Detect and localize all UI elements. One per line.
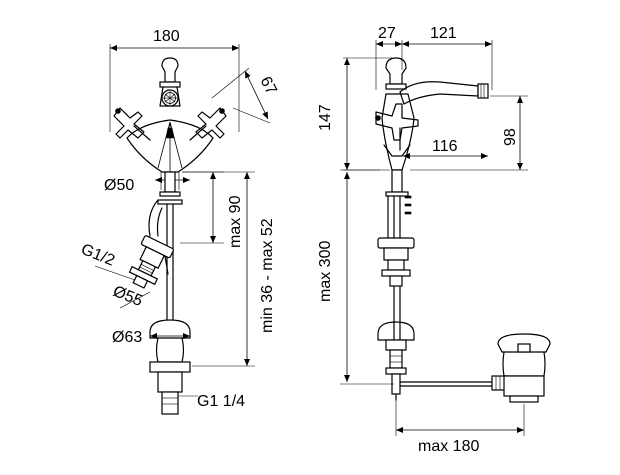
- thread-leader: [94, 265, 136, 281]
- width-label: 180: [153, 28, 180, 45]
- side-view: 27 121 147 116: [317, 25, 551, 455]
- side-flange-nut: [385, 339, 407, 351]
- front-washer: [159, 191, 181, 197]
- side-flange: [377, 321, 415, 341]
- front-clip: [164, 255, 169, 275]
- diameter-mid-leader: [119, 291, 151, 309]
- side-tail: [389, 349, 403, 369]
- diameter-mid-label: Ø55: [111, 283, 146, 310]
- side-inlet-body: [383, 247, 409, 261]
- side-cross-handle: [375, 103, 419, 151]
- front-flange: [149, 319, 191, 339]
- aerator: [161, 89, 179, 107]
- front-inlet-assembly: [128, 235, 174, 289]
- side-clip-2: [404, 203, 412, 207]
- front-waste-body: [157, 371, 183, 393]
- side-shank-top: [391, 169, 403, 193]
- front-hose: [148, 199, 159, 237]
- reach-label: 121: [430, 25, 457, 42]
- side-waste-neck: [502, 351, 546, 377]
- side-washer: [385, 191, 409, 197]
- side-waste-nut: [509, 395, 539, 403]
- front-shank-top: [164, 171, 176, 193]
- front-tailpiece: [161, 391, 179, 415]
- side-spout: [399, 81, 479, 105]
- side-body: [381, 93, 415, 171]
- spout-height-label: 98: [502, 128, 519, 146]
- spout-height-dimension: 98: [410, 95, 528, 171]
- side-body-rim: [383, 144, 411, 157]
- offset-dimension: 27 121: [375, 25, 493, 90]
- thread-label: G1/2: [79, 241, 118, 270]
- side-inlet-neck: [387, 259, 405, 271]
- side-tail-nut: [385, 367, 407, 375]
- height-dimension: 147: [317, 57, 392, 171]
- side-clip-1: [404, 195, 412, 199]
- side-inlet-tail: [389, 275, 403, 287]
- diameter-base-label: Ø63: [112, 329, 142, 346]
- max-180-label: max 180: [418, 438, 479, 455]
- spout-reach-dimension: 116: [403, 138, 488, 159]
- side-waste-slot: [517, 343, 531, 353]
- diameter-top-label: Ø50: [104, 177, 134, 194]
- diameter-base-dimension: Ø63: [112, 329, 190, 346]
- front-cap: [161, 57, 179, 83]
- side-spout-nozzle: [477, 83, 489, 99]
- range-label: min 36 - max 52: [259, 218, 276, 333]
- left-cross-handle: [113, 107, 151, 141]
- right-cross-handle: [189, 107, 227, 141]
- max-300-dimension: max 300: [317, 169, 394, 385]
- waste-thread-label: G1 1/4: [197, 393, 245, 410]
- front-washer-2: [157, 199, 183, 205]
- handle-angle-label: 67: [256, 74, 279, 98]
- front-view: 180 67: [79, 28, 280, 415]
- side-inlet-nut: [381, 269, 411, 277]
- max-180-dimension: max 180: [395, 400, 525, 455]
- front-hose-2: [156, 207, 163, 237]
- front-waste-nut: [149, 361, 191, 373]
- offset-label: 27: [378, 25, 396, 42]
- height-label: 147: [317, 104, 334, 131]
- spout-reach-label: 116: [432, 138, 458, 155]
- front-waste-neck: [155, 337, 185, 363]
- handle-angle-dimension: 67: [211, 67, 280, 124]
- side-inlet-top: [377, 237, 415, 249]
- diameter-top-dimension: Ø50: [104, 172, 190, 194]
- max-90-dimension: max 90: [180, 171, 244, 248]
- side-waste-body: [503, 375, 545, 397]
- max-90-label: max 90: [227, 195, 244, 248]
- width-dimension: 180: [109, 28, 240, 132]
- side-waste-flange: [497, 333, 551, 353]
- max-300-label: max 300: [317, 241, 334, 302]
- front-cap-collar: [159, 81, 181, 88]
- side-cap-collar: [385, 83, 407, 90]
- front-mixer-body: [126, 119, 214, 173]
- side-clip-3: [404, 211, 412, 215]
- range-dimension: min 36 - max 52: [182, 171, 276, 367]
- side-cap: [385, 57, 407, 85]
- front-pop-up-lever: [165, 127, 175, 139]
